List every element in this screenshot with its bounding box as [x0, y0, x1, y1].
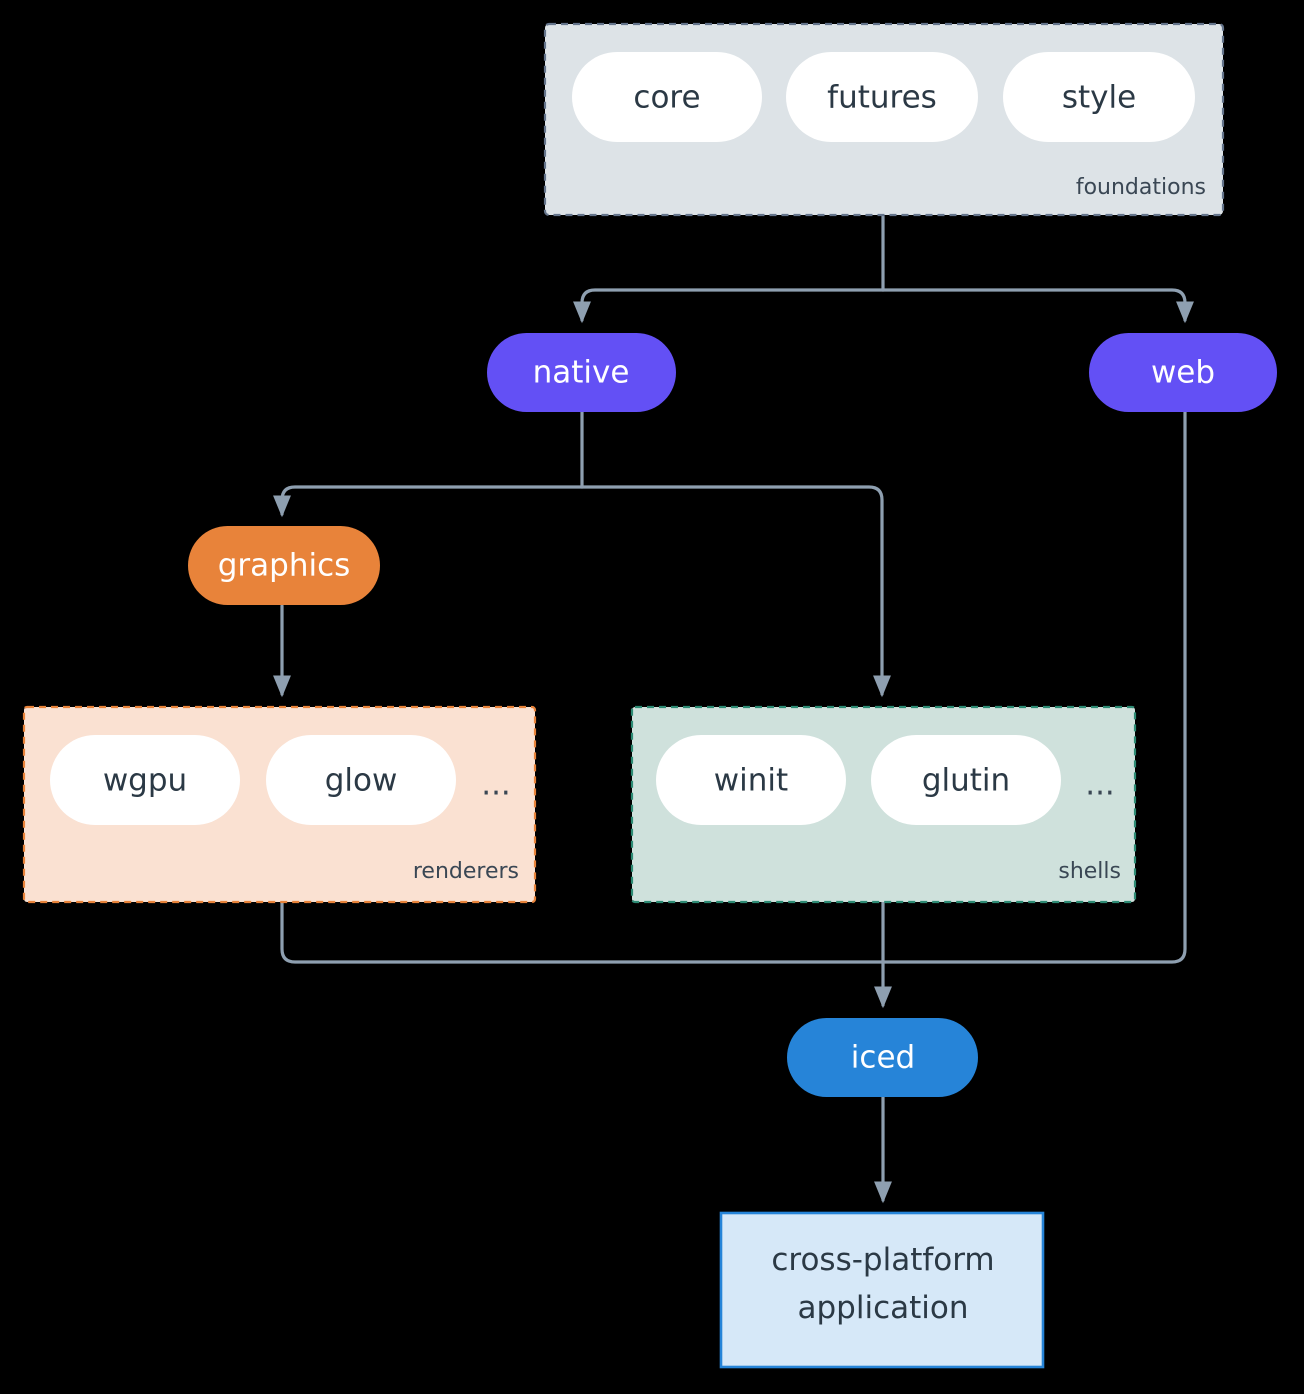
pill-style-shape	[1003, 52, 1195, 142]
pill-futures-label: futures	[827, 80, 937, 116]
node-cross-platform-application[interactable]: cross-platform application	[719, 1211, 1045, 1369]
node-graphics-shape	[188, 526, 380, 605]
edge-native-to-shells	[580, 485, 891, 698]
edge-web-to-iced	[881, 410, 1187, 964]
node-web-label: web	[1151, 355, 1215, 391]
group-shells: winit glutin ... shells	[630, 705, 1137, 904]
node-web[interactable]: web	[1089, 333, 1277, 412]
pill-glow-shape	[266, 735, 456, 825]
edge-renderers-to-iced	[280, 900, 885, 964]
pill-winit[interactable]: winit	[656, 735, 846, 825]
pill-futures[interactable]: futures	[786, 52, 978, 142]
node-graphics[interactable]: graphics	[188, 526, 380, 605]
group-renderers: wgpu glow ... renderers	[22, 705, 537, 904]
edge-foundations-to-web	[881, 288, 1194, 324]
edge-foundations-to-native	[573, 288, 885, 324]
application-label-line2: application	[798, 1290, 969, 1326]
group-foundations-label: foundations	[1076, 175, 1206, 200]
node-native-shape	[487, 333, 676, 412]
group-foundations: core futures style foundations	[543, 22, 1225, 217]
pill-style[interactable]: style	[1003, 52, 1195, 142]
edge-layer	[273, 213, 1194, 1204]
renderers-ellipsis: ...	[481, 767, 511, 803]
pill-core-label: core	[633, 80, 700, 116]
pill-glow[interactable]: glow	[266, 735, 456, 825]
node-native[interactable]: native	[487, 333, 676, 412]
pill-wgpu-label: wgpu	[103, 763, 187, 799]
pill-core-shape	[572, 52, 762, 142]
pill-core[interactable]: core	[572, 52, 762, 142]
node-web-shape	[1089, 333, 1277, 412]
pill-glutin[interactable]: glutin	[871, 735, 1061, 825]
pill-futures-shape	[786, 52, 978, 142]
application-label-line1: cross-platform	[771, 1242, 994, 1278]
node-graphics-label: graphics	[218, 548, 351, 584]
pill-glow-label: glow	[325, 763, 398, 799]
group-renderers-label: renderers	[413, 859, 519, 884]
pill-style-label: style	[1062, 80, 1136, 116]
shells-ellipsis: ...	[1085, 767, 1115, 803]
pill-wgpu[interactable]: wgpu	[50, 735, 240, 825]
group-shells-label: shells	[1058, 859, 1121, 884]
node-native-label: native	[533, 355, 630, 391]
edge-native-to-graphics	[273, 485, 584, 518]
pill-glutin-shape	[871, 735, 1061, 825]
node-iced-shape	[787, 1018, 978, 1097]
pill-winit-label: winit	[714, 763, 788, 799]
node-iced[interactable]: iced	[787, 1018, 978, 1097]
pill-glutin-label: glutin	[922, 763, 1010, 799]
node-iced-label: iced	[851, 1040, 915, 1076]
pill-winit-shape	[656, 735, 846, 825]
pill-wgpu-shape	[50, 735, 240, 825]
application-box-shape	[719, 1211, 1045, 1369]
